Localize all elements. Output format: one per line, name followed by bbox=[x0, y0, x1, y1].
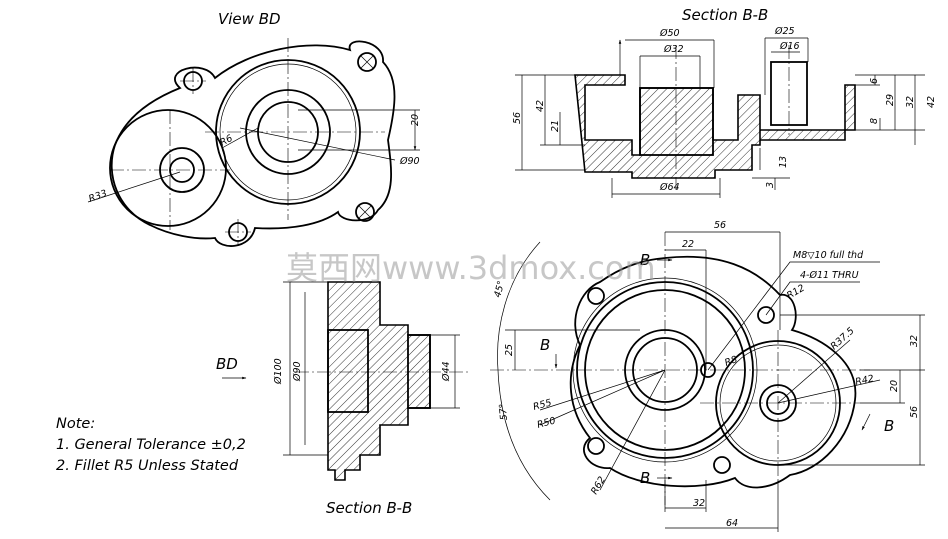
view-bd-dim-d90-text: Ø90 bbox=[399, 156, 420, 167]
section-mark-left: B bbox=[540, 336, 550, 354]
section-top-h8: 8 bbox=[869, 118, 880, 124]
section-top-dim-d25 bbox=[764, 37, 809, 95]
notes-item-2: 2. Fillet R5 Unless Stated bbox=[56, 458, 239, 474]
section-top-dim-d32 bbox=[639, 55, 701, 88]
section-mark-right-arrow bbox=[861, 413, 871, 431]
section-top-bore bbox=[639, 87, 714, 156]
main-view-r55: R55 bbox=[532, 397, 553, 412]
main-view-r42: R42 bbox=[854, 373, 875, 388]
main-view-angle-arc bbox=[497, 241, 551, 501]
main-view-h32: 32 bbox=[909, 335, 920, 347]
watermark: 莫西网www.3dmox.com bbox=[286, 249, 656, 287]
view-bd: View BD 20 Ø90 R6 R33 bbox=[87, 10, 421, 247]
view-bd-dim-r33-line bbox=[87, 171, 181, 203]
main-view-hole-2 bbox=[757, 306, 775, 324]
main-view-holes: 4-Ø11 THRU bbox=[800, 270, 859, 281]
section-top-h56: 56 bbox=[512, 112, 523, 124]
section-top-h3: 3 bbox=[765, 182, 776, 188]
section-top-d25: Ø25 bbox=[774, 26, 795, 37]
main-view-w32: 32 bbox=[693, 498, 705, 509]
view-bd-title: View BD bbox=[218, 10, 281, 28]
main-view-r37: R37.5 bbox=[829, 325, 857, 352]
main-view-h56: 56 bbox=[909, 406, 920, 418]
section-bottom-dim-left bbox=[283, 281, 328, 456]
section-top-dim-left bbox=[515, 74, 585, 171]
view-bd-indicator: BD bbox=[216, 355, 238, 373]
section-top-title: Section B-B bbox=[682, 6, 768, 24]
section-top: Section B-B Ø50 Ø32 Ø25 Ø16 Ø64 56 42 21… bbox=[512, 6, 937, 198]
main-view-dim-right bbox=[780, 314, 925, 466]
section-bottom-body bbox=[327, 281, 431, 481]
section-bottom-dim-right bbox=[430, 334, 460, 409]
section-top-h42r: 42 bbox=[926, 96, 937, 108]
main-view: 56 22 M8▽10 full thd 4-Ø11 THRU R12 45° … bbox=[490, 220, 925, 532]
view-bd-dim-20-text: 20 bbox=[410, 114, 421, 126]
section-top-centerlines bbox=[675, 45, 790, 190]
section-top-d32: Ø32 bbox=[663, 44, 684, 55]
view-bd-dim-20 bbox=[298, 109, 420, 150]
section-mark-bottom: B bbox=[640, 469, 650, 487]
main-view-thread: M8▽10 full thd bbox=[793, 250, 864, 261]
section-bottom-d44: Ø44 bbox=[441, 361, 452, 382]
section-bottom-title: Section B-B bbox=[326, 499, 412, 517]
view-bd-hole-cross bbox=[357, 54, 375, 220]
section-top-h21: 21 bbox=[550, 120, 561, 132]
main-view-hole-4 bbox=[713, 456, 731, 474]
view-bd-dim-r6-line bbox=[221, 127, 259, 149]
main-view-dim-top bbox=[665, 231, 781, 370]
main-view-callout-leaders bbox=[707, 261, 880, 371]
section-top-h6: 6 bbox=[869, 78, 880, 84]
main-view-r8: R8 bbox=[723, 354, 739, 369]
main-view-r37-line bbox=[777, 339, 851, 404]
section-bottom: Ø100 Ø90 Ø44 Section B-B BD bbox=[216, 281, 470, 517]
main-view-dim-bottom bbox=[664, 480, 779, 532]
section-top-h42l: 42 bbox=[535, 100, 546, 112]
section-bottom-d100: Ø100 bbox=[273, 358, 284, 385]
view-bd-dim-r33-text: R33 bbox=[87, 188, 108, 205]
section-top-body bbox=[574, 74, 856, 179]
view-bd-dim-d90-line bbox=[239, 127, 396, 161]
view-bd-hole-2 bbox=[357, 52, 377, 72]
main-view-w64: 64 bbox=[726, 518, 738, 529]
main-view-dim-25 bbox=[505, 329, 640, 370]
view-bd-outline bbox=[110, 40, 396, 247]
main-view-h20: 20 bbox=[889, 380, 900, 392]
section-top-h13: 13 bbox=[778, 156, 789, 168]
main-view-w56: 56 bbox=[714, 220, 726, 231]
section-top-h32: 32 bbox=[905, 96, 916, 108]
section-bottom-cavity bbox=[327, 329, 369, 413]
section-top-dim-right bbox=[752, 74, 925, 190]
main-view-w22: 22 bbox=[682, 239, 694, 250]
main-view-hole-3 bbox=[587, 437, 605, 455]
notes-item-1: 1. General Tolerance ±0,2 bbox=[56, 437, 246, 453]
section-mark-top: B bbox=[640, 251, 650, 269]
section-top-d50: Ø50 bbox=[659, 28, 680, 39]
main-view-r42-line bbox=[777, 379, 881, 404]
view-bd-small-boss bbox=[109, 109, 227, 227]
section-bottom-bore bbox=[407, 334, 431, 409]
notes: Note: 1. General Tolerance ±0,2 2. Fille… bbox=[56, 416, 246, 474]
notes-heading: Note: bbox=[56, 416, 95, 432]
main-view-r50: R50 bbox=[536, 415, 557, 430]
main-view-r62: R62 bbox=[589, 475, 608, 497]
view-bd-hole-3 bbox=[355, 202, 375, 222]
section-top-d64: Ø64 bbox=[659, 182, 680, 193]
main-view-h25: 25 bbox=[504, 344, 515, 356]
view-bd-dim-r6-text: R6 bbox=[218, 133, 234, 149]
section-top-dim-d64 bbox=[611, 178, 721, 198]
section-top-h29: 29 bbox=[885, 94, 896, 106]
section-top-dim-d50 bbox=[620, 40, 715, 88]
main-view-centerlines bbox=[490, 232, 870, 505]
view-bd-centerlines bbox=[110, 38, 385, 245]
main-view-a57: 57° bbox=[498, 403, 510, 421]
section-mark-right: B bbox=[884, 417, 894, 435]
main-view-hole-1 bbox=[587, 287, 605, 305]
main-view-radius-leaders bbox=[539, 369, 666, 491]
main-view-a45: 45° bbox=[492, 280, 507, 299]
main-view-r12: R12 bbox=[785, 283, 807, 302]
